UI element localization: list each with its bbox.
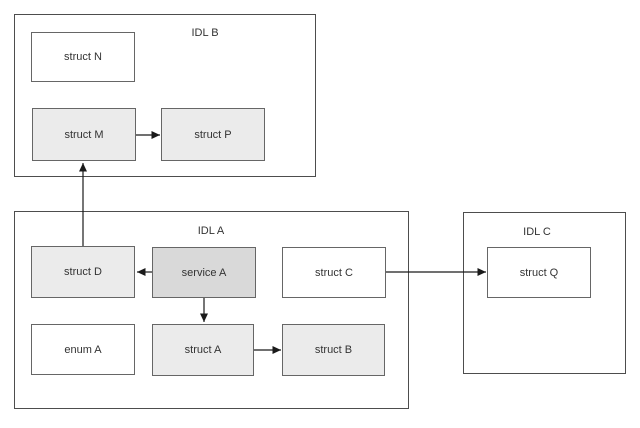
- node-struct-a: struct A: [152, 324, 254, 376]
- node-struct-q: struct Q: [487, 247, 591, 298]
- node-struct-p: struct P: [161, 108, 265, 161]
- node-struct-c: struct C: [282, 247, 386, 298]
- container-idl-a: [14, 211, 409, 409]
- node-struct-m: struct M: [32, 108, 136, 161]
- node-enum-a: enum A: [31, 324, 135, 375]
- node-service-a: service A: [152, 247, 256, 298]
- container-idl-c: [463, 212, 626, 374]
- container-idl-c-label: IDL C: [523, 226, 551, 238]
- node-struct-b: struct B: [282, 324, 385, 376]
- container-idl-a-label: IDL A: [197, 225, 225, 237]
- node-struct-n: struct N: [31, 32, 135, 82]
- node-struct-d: struct D: [31, 246, 135, 298]
- container-idl-b-label: IDL B: [191, 27, 219, 39]
- container-idl-b: [14, 14, 316, 177]
